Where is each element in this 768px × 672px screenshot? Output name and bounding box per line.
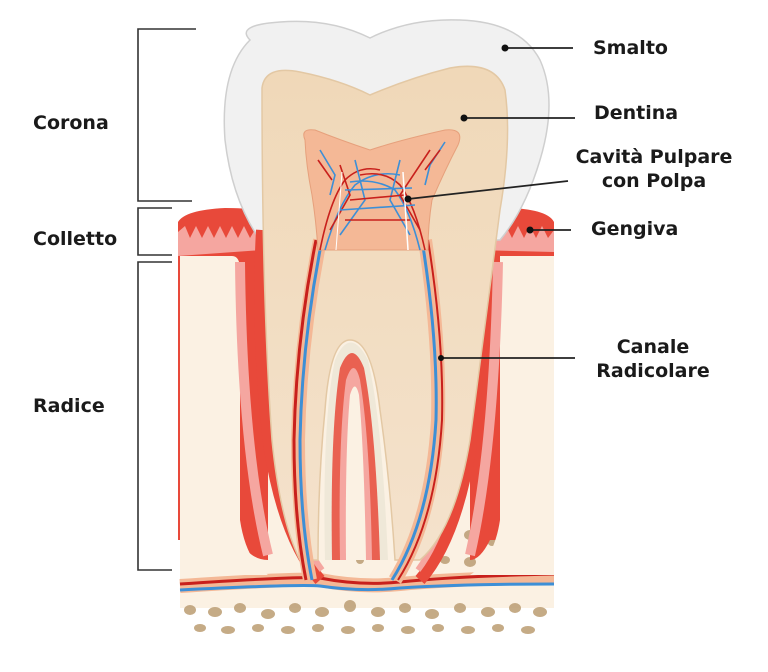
leader-smalto (501, 44, 573, 52)
gum-left (178, 208, 273, 575)
label-dentina: Dentina (594, 102, 679, 124)
gum-right (465, 208, 554, 575)
pulp-chamber (303, 129, 461, 251)
bracket-colletto (137, 207, 172, 256)
label-corona: Corona (33, 112, 109, 134)
inter-root-area (324, 342, 388, 560)
leader-gengiva (526, 226, 571, 234)
leader-canale (438, 355, 575, 361)
leader-cavita (404, 180, 569, 203)
label-gengiva: Gengiva (591, 218, 679, 240)
pulp-vessels (317, 141, 446, 251)
label-canale-line2: Radicolare (596, 360, 710, 382)
label-radice: Radice (33, 395, 105, 417)
bracket-radice (137, 261, 172, 571)
leader-dentina (460, 114, 575, 122)
root-canals (290, 238, 446, 584)
bottom-vessels (179, 571, 555, 593)
label-smalto: Smalto (593, 37, 668, 59)
label-cavita: Cavità Pulpare con Polpa (565, 145, 743, 193)
label-cavita-line1: Cavità Pulpare (575, 146, 733, 168)
label-colletto: Colletto (33, 228, 118, 250)
bracket-corona (137, 28, 196, 202)
label-canale-line1: Canale (616, 336, 690, 358)
label-canale: Canale Radicolare (593, 335, 713, 383)
label-cavita-line2: con Polpa (601, 170, 707, 192)
